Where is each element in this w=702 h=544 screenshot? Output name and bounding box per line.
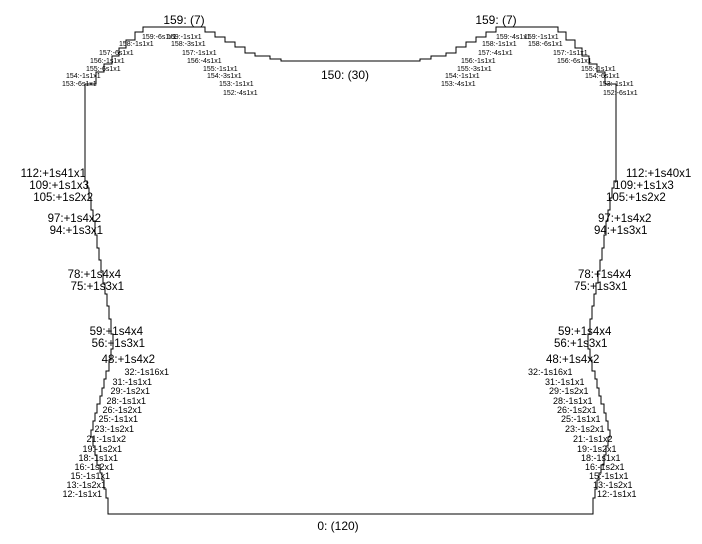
top-right-label: 159: (7): [475, 13, 516, 27]
right-side-label: 94:+1s3x1: [594, 225, 647, 237]
left-side-label: 75:+1s3x1: [71, 281, 124, 293]
right-side-labels: 112:+1s40x1 109:+1s1x3 105:+1s2x2 97:+1s…: [528, 168, 691, 499]
left-side-label: 94:+1s3x1: [50, 225, 103, 237]
left-side-label: 48:+1s4x2: [102, 354, 155, 366]
shoulder-label: 156:-1s1x1: [90, 58, 125, 65]
shoulder-label: 154:-1s1x1: [445, 73, 480, 80]
left-side-label: 105:+1s2x2: [33, 192, 93, 204]
shoulder-label: 156:-1s1x1: [461, 58, 496, 65]
shoulder-label: 156:-6s1x1: [557, 58, 592, 65]
shoulder-label: 155:-6s1x1: [86, 66, 121, 73]
shoulder-label: 155:-1s1x1: [581, 66, 616, 73]
right-side-label: 109:+1s1x3: [614, 180, 674, 192]
shoulder-label: 153:-6s1x1: [62, 81, 97, 88]
right-side-label: 13:-1s2x1: [593, 480, 633, 490]
right-side-label: 75:+1s3x1: [574, 281, 627, 293]
right-side-label: 26:-1s2x1: [557, 405, 597, 415]
shoulder-label: 157:-1s1x1: [553, 50, 588, 57]
right-side-label: 12:-1s1x1: [597, 489, 637, 499]
shoulder-label: 159:-4s1x1: [496, 34, 531, 41]
right-side-label: 19:-1s2x1: [577, 444, 617, 454]
left-shoulder-inner-labels: 159:-1s1x1 158:-3s1x1 157:-1s1x1 156:-4s…: [167, 34, 258, 97]
shoulder-label: 153:-1s1x1: [219, 81, 254, 88]
left-side-label: 19:-1s2x1: [82, 444, 122, 454]
shoulder-label: 152:-6s1x1: [603, 90, 638, 97]
right-side-label: 28:-1s1x1: [553, 396, 593, 406]
shoulder-label: 157:-4s1x1: [478, 50, 513, 57]
shoulder-label: 158:-1s1x1: [119, 41, 154, 48]
right-shoulder-outer-labels: 159:-1s1x1 158:-6s1x1 157:-1s1x1 156:-6s…: [524, 34, 638, 97]
shoulder-label: 154:-1s1x1: [66, 73, 101, 80]
shoulder-label: 153:-1s1x1: [599, 81, 634, 88]
shoulder-label: 158:-6s1x1: [528, 41, 563, 48]
left-side-label: 29:-1s2x1: [110, 386, 150, 396]
right-side-label: 48:+1s4x2: [546, 354, 599, 366]
shoulder-label: 152:-4s1x1: [223, 90, 258, 97]
right-side-label: 21:-1s1x2: [573, 434, 613, 444]
right-side-label: 78:+1s4x4: [578, 269, 632, 281]
left-side-label: 21:-1s1x2: [86, 434, 126, 444]
left-side-label: 23:-1s2x1: [94, 424, 134, 434]
shoulder-label: 155:-3s1x1: [457, 66, 492, 73]
right-side-label: 23:-1s2x1: [565, 424, 605, 434]
left-side-label: 25:-1s1x1: [98, 414, 138, 424]
left-side-label: 16:-1s2x1: [74, 462, 114, 472]
shoulder-label: 159:-1s1x1: [524, 34, 559, 41]
bottom-label: 0: (120): [317, 519, 358, 533]
shoulder-label: 159:-6s1x1: [142, 34, 177, 41]
right-side-label: 29:-1s2x1: [549, 386, 589, 396]
left-side-label: 56:+1s3x1: [92, 338, 145, 350]
left-side-label: 26:-1s2x1: [102, 405, 142, 415]
right-side-label: 112:+1s40x1: [626, 168, 691, 180]
shoulder-label: 154:-3s1x1: [207, 73, 242, 80]
right-shoulder-inner-labels: 159:-4s1x1 158:-1s1x1 157:-4s1x1 156:-1s…: [441, 34, 531, 88]
left-side-label: 112:+1s41x1: [21, 168, 86, 180]
right-side-label: 56:+1s3x1: [554, 338, 607, 350]
right-side-label: 97:+1s4x2: [598, 213, 651, 225]
shoulder-label: 157:-6s1x1: [99, 50, 134, 57]
left-side-label: 97:+1s4x2: [48, 213, 101, 225]
left-side-label: 12:-1s1x1: [62, 489, 102, 499]
left-side-label: 28:-1s1x1: [106, 396, 146, 406]
shoulder-label: 158:-1s1x1: [482, 41, 517, 48]
right-side-label: 16:-1s2x1: [585, 462, 625, 472]
right-side-label: 31:-1s1x1: [545, 377, 585, 387]
left-side-label: 31:-1s1x1: [112, 377, 152, 387]
right-side-label: 25:-1s1x1: [561, 414, 601, 424]
right-side-label: 59:+1s4x4: [558, 326, 612, 338]
shoulder-label: 153:-4s1x1: [441, 81, 476, 88]
left-side-label: 32:-1s16x1: [124, 367, 169, 377]
left-side-label: 59:+1s4x4: [90, 326, 144, 338]
left-side-label: 13:-1s2x1: [66, 480, 106, 490]
top-left-label: 159: (7): [163, 13, 204, 27]
right-side-label: 105:+1s2x2: [606, 192, 666, 204]
neck-label: 150: (30): [321, 68, 369, 82]
right-side-label: 32:-1s16x1: [528, 367, 573, 377]
left-side-label: 78:+1s4x4: [68, 269, 122, 281]
right-side-label: 18:-1s1x1: [581, 453, 621, 463]
left-shoulder-outer-labels: 159:-6s1x1 158:-1s1x1 157:-6s1x1 156:-1s…: [62, 34, 177, 88]
shoulder-label: 156:-4s1x1: [187, 58, 222, 65]
shoulder-label: 157:-1s1x1: [182, 50, 217, 57]
shoulder-label: 155:-1s1x1: [203, 66, 238, 73]
shoulder-label: 159:-1s1x1: [167, 34, 202, 41]
left-side-labels: 112:+1s41x1 109:+1s1x3 105:+1s2x2 97:+1s…: [21, 168, 169, 499]
garment-outline: [84, 26, 617, 515]
shoulder-label: 154:-6s1x1: [585, 73, 620, 80]
left-side-label: 18:-1s1x1: [78, 453, 118, 463]
shoulder-label: 158:-3s1x1: [171, 41, 206, 48]
left-side-label: 15:-1s1x1: [70, 471, 110, 481]
right-side-label: 15:-1s1x1: [589, 471, 629, 481]
left-side-label: 109:+1s1x3: [29, 180, 89, 192]
